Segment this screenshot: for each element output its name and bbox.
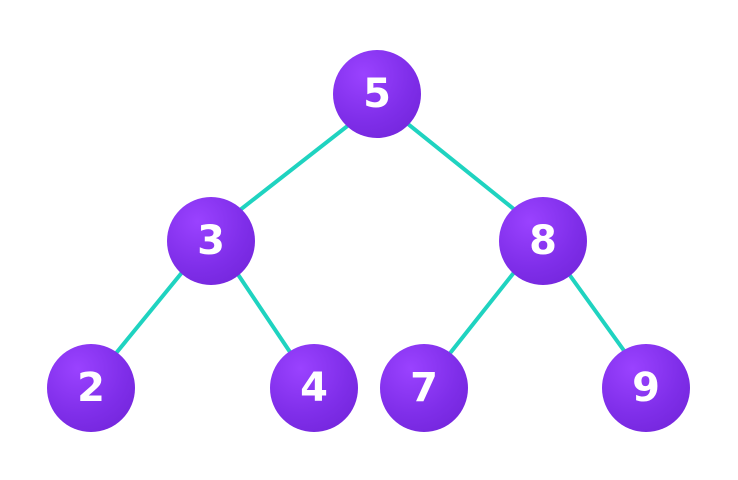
edge-right-right-right [564, 268, 627, 354]
tree-node-left: 3 [167, 197, 255, 285]
tree-node-left-right: 4 [270, 344, 358, 432]
tree-node-root: 5 [333, 50, 421, 138]
edge-root-left [238, 122, 352, 212]
tree-node-left-left: 2 [47, 344, 135, 432]
edge-left-left-left [115, 268, 186, 354]
edge-root-right [401, 118, 517, 212]
edge-right-right-left [449, 268, 518, 354]
tree-node-right-right: 9 [602, 344, 690, 432]
tree-node-right-left: 7 [380, 344, 468, 432]
edge-left-left-right [233, 268, 292, 354]
tree-node-right: 8 [499, 197, 587, 285]
